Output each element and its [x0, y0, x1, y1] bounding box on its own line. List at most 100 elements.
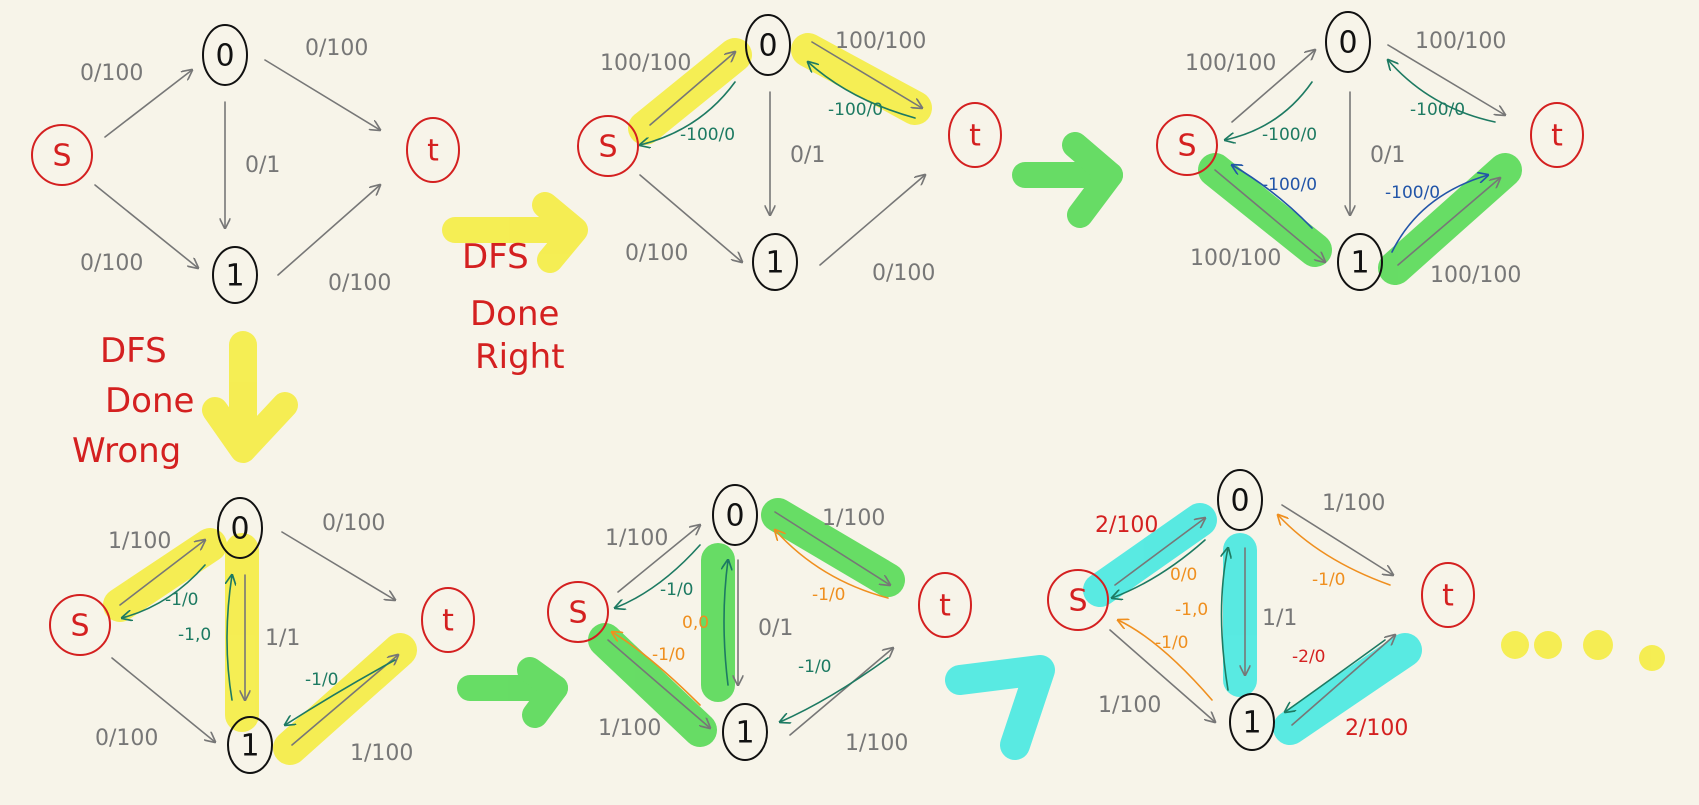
- node-t-label: t: [1551, 119, 1563, 154]
- reverse-edge-1-s: [1118, 620, 1213, 701]
- edge-label-0-t: 0/100: [322, 511, 385, 536]
- edge-label-1-t: 100/100: [1430, 263, 1521, 288]
- node-1-label: 1: [225, 259, 244, 294]
- node-1: [227, 716, 273, 774]
- reverse-edge-1-s: [612, 632, 701, 706]
- edge-label-0-t: 1/100: [822, 506, 885, 531]
- transition-arrow-green-bottom-head: [517, 657, 568, 728]
- ellipsis-dot: [1501, 631, 1529, 659]
- reverse-edge-1-0: [724, 560, 728, 686]
- edge-label-1-t: 1/100: [845, 731, 908, 756]
- node-0-label: 0: [1338, 26, 1357, 61]
- edge-label-s-0: 1/100: [108, 529, 171, 554]
- edge-label-1-t: 2/100: [1345, 716, 1408, 741]
- reverse-label-0-s: -1/0: [660, 580, 694, 600]
- node-t: [918, 572, 972, 638]
- transition-arrow-green-top-head: [1062, 132, 1123, 228]
- edge-label-1-t: 0/100: [328, 271, 391, 296]
- highlight-path-s-1: [588, 623, 717, 747]
- edge-label-1-t: 0/100: [872, 261, 935, 286]
- edge-0-t: [1387, 44, 1505, 115]
- reverse-edge-0-s: [640, 81, 736, 145]
- node-1: [1337, 233, 1383, 291]
- reverse-label-0-s: -100/0: [1262, 125, 1317, 145]
- node-0: [1325, 11, 1371, 73]
- node-1-label: 1: [765, 246, 784, 281]
- edge-s-1: [94, 184, 198, 268]
- node-s: [577, 115, 639, 177]
- reverse-label-0-s: 0/0: [1170, 565, 1197, 585]
- node-0-label: 0: [758, 29, 777, 64]
- transition-arrow-cyan: [945, 655, 1055, 760]
- highlight-path-1-t: [1273, 633, 1422, 745]
- edge-s-1: [111, 657, 215, 742]
- reverse-label-1-s: -1/0: [652, 645, 686, 665]
- reverse-edge-t-0: [775, 530, 889, 599]
- edge-label-0-1: 1/1: [1262, 606, 1297, 631]
- node-s-label: S: [598, 130, 617, 165]
- edge-label-s-0: 100/100: [600, 51, 691, 76]
- edge-s-1: [607, 639, 710, 728]
- caption-wrong-line3: Wrong: [72, 431, 181, 471]
- node-s-label: S: [70, 609, 89, 644]
- edge-label-s-1: 1/100: [1098, 693, 1161, 718]
- reverse-label-0-s: -1/0: [165, 590, 199, 610]
- highlight-path-0-t: [791, 33, 932, 125]
- edge-label-0-t: 100/100: [835, 29, 926, 54]
- reverse-edge-1-0: [1222, 548, 1229, 691]
- ellipsis-dot: [1583, 630, 1613, 660]
- reverse-edge-t-1: [780, 657, 889, 722]
- node-1-label: 1: [735, 716, 754, 751]
- reverse-label-1-0: 0,0: [682, 613, 709, 633]
- reverse-edge-0-s: [1112, 539, 1206, 598]
- node-s: [49, 594, 111, 656]
- reverse-label-t-0: -1/0: [812, 585, 846, 605]
- node-t: [1421, 562, 1475, 628]
- node-0: [202, 24, 248, 86]
- caption-wrong-line1: DFS: [100, 331, 167, 371]
- edge-1-t: [1397, 178, 1500, 266]
- transition-arrow-right-yellow-head: [532, 192, 588, 273]
- reverse-label-t-1: -1/0: [305, 670, 339, 690]
- edge-0-t: [811, 41, 922, 108]
- node-0-label: 0: [1230, 484, 1249, 519]
- edge-1-t: [789, 648, 893, 736]
- reverse-edge-t-1: [1285, 639, 1386, 712]
- reverse-label-t-1: -100/0: [1385, 183, 1440, 203]
- reverse-label-t-0: -100/0: [828, 100, 883, 120]
- node-s: [1047, 569, 1109, 631]
- reverse-label-t-1: -2/0: [1292, 647, 1326, 667]
- edge-1-t: [819, 175, 925, 266]
- caption-right-line3: Right: [475, 337, 565, 377]
- reverse-edge-t-0: [1278, 515, 1391, 586]
- edge-0-t: [774, 511, 890, 585]
- node-t: [1530, 102, 1584, 168]
- caption-right-line1: DFS: [462, 237, 529, 277]
- ellipsis-dots: [1501, 630, 1665, 671]
- edge-0-t: [264, 59, 380, 130]
- edge-s-1: [1109, 629, 1215, 722]
- node-0: [1217, 469, 1263, 531]
- edge-1-t: [277, 185, 380, 276]
- node-1: [722, 703, 768, 761]
- node-t-label: t: [442, 604, 454, 639]
- edge-label-s-1: 0/100: [625, 241, 688, 266]
- edge-s-0: [104, 70, 192, 138]
- ellipsis-dot: [1639, 645, 1665, 671]
- node-t-label: t: [1442, 579, 1454, 614]
- edge-label-s-1: 0/100: [80, 251, 143, 276]
- node-1-label: 1: [1242, 706, 1261, 741]
- node-t-label: t: [427, 134, 439, 169]
- edge-label-0-1: 0/1: [758, 616, 793, 641]
- reverse-edge-t-0: [1388, 60, 1496, 123]
- reverse-label-1-0: -1,0: [178, 625, 211, 645]
- edge-label-s-1: 1/100: [598, 716, 661, 741]
- node-0: [745, 14, 791, 76]
- caption-right-line2: Done: [470, 294, 559, 334]
- node-t: [406, 117, 460, 183]
- node-t: [948, 102, 1002, 168]
- node-t-label: t: [939, 589, 951, 624]
- node-1-label: 1: [240, 729, 259, 764]
- reverse-edge-1-s: [1232, 165, 1313, 229]
